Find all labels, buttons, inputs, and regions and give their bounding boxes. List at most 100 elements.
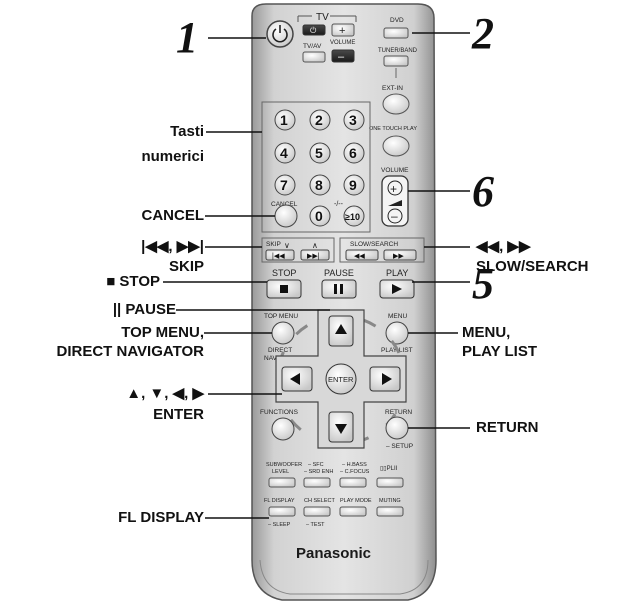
key-3[interactable]: [343, 109, 365, 131]
key-8[interactable]: [309, 174, 331, 196]
remote-pause-label: PAUSE: [324, 268, 354, 278]
remote-tuner-label: TUNER/BAND: [378, 48, 418, 54]
muting-button[interactable]: [376, 506, 404, 517]
key-1[interactable]: [274, 109, 296, 131]
remote-setup-label: – SETUP: [386, 443, 413, 450]
number-keypad: 1 2 3 4 5 6 7 8 9 -/-- 0 ≥10: [274, 109, 365, 227]
remote-topmenu-label: TOP MENU: [264, 313, 298, 320]
remote-hbass-label: – H.BASS: [342, 462, 367, 468]
svg-text:∧: ∧: [312, 241, 318, 250]
callout-cancel: CANCEL: [141, 207, 205, 224]
remote-playmode-label: PLAY MODE: [340, 498, 372, 504]
key-10plus[interactable]: [343, 205, 365, 227]
remote-enter-label: ENTER: [328, 375, 354, 384]
remote-functions-label: FUNCTIONS: [260, 409, 299, 416]
key-5-label: 5: [315, 145, 323, 161]
remote-direct-label: DIRECT: [268, 347, 292, 354]
remote-sub2-label: LEVEL: [272, 469, 289, 475]
sfc-button[interactable]: [303, 477, 331, 488]
remote-tvav-label: TV/AV: [303, 43, 322, 50]
callout-topmenu: TOP MENU, DIRECT NAVIGATOR: [56, 324, 204, 360]
remote-srd-label: – SRD ENH: [304, 469, 333, 475]
svg-text:⏻: ⏻: [310, 26, 317, 35]
remote-play-label: PLAY: [386, 268, 408, 278]
remote-test-label: – TEST: [306, 522, 325, 528]
remote-extin-label: EXT-IN: [382, 85, 403, 92]
remote-sub1-label: SUBWOOFER: [266, 462, 302, 468]
slow-search-back-button[interactable]: [345, 249, 379, 261]
key-0-label: 0: [315, 208, 323, 224]
top-menu-button[interactable]: [271, 321, 295, 345]
remote-menu-label: MENU: [388, 313, 407, 320]
leader-lines: [163, 32, 470, 519]
svg-text:▶▶: ▶▶: [393, 253, 404, 260]
enter-button[interactable]: [325, 363, 357, 395]
dolby-pl-button[interactable]: [376, 477, 404, 488]
remote-tv-label: TV: [316, 12, 329, 23]
remote-slowsearch-label: SLOW/SEARCH: [350, 241, 398, 248]
play-mode-button[interactable]: [339, 506, 367, 517]
key-3-label: 3: [349, 112, 357, 128]
callout-return: RETURN: [476, 419, 539, 436]
menu-button[interactable]: [385, 321, 409, 345]
key-0[interactable]: [309, 205, 331, 227]
svg-text:◀◀: ◀◀: [354, 253, 365, 260]
step-number-1: 1: [176, 13, 198, 62]
key-9[interactable]: [343, 174, 365, 196]
tuner-band-button[interactable]: [383, 55, 409, 67]
key-6[interactable]: [343, 142, 365, 164]
key-10plus-label: ≥10: [345, 212, 360, 222]
svg-text:+: +: [390, 182, 397, 196]
slow-search-forward-button[interactable]: [383, 249, 417, 261]
key-8-label: 8: [315, 177, 323, 193]
tv-volume-down-button[interactable]: [331, 49, 355, 63]
tv-power-button[interactable]: [302, 24, 326, 36]
callout-pause: || PAUSE: [112, 301, 176, 318]
svg-text:+: +: [339, 25, 345, 37]
step-number-5: 5: [472, 259, 494, 308]
remote-sleep-label: – SLEEP: [268, 522, 291, 528]
callout-slowsearch: ◀◀, ▶▶ SLOW/SEARCH: [476, 238, 589, 275]
remote-dpl-label: ▯▯PLII: [380, 466, 398, 472]
remote-return-label: RETURN: [385, 409, 412, 416]
power-button[interactable]: [266, 20, 294, 48]
skip-back-button[interactable]: [265, 249, 295, 261]
callout-menu: MENU, PLAY LIST: [462, 324, 538, 360]
dashes-label: -/--: [334, 201, 344, 208]
ext-in-button[interactable]: [382, 93, 410, 115]
key-5[interactable]: [309, 142, 331, 164]
ch-select-button[interactable]: [303, 506, 331, 517]
remote-skip-label: SKIP: [266, 241, 281, 248]
key-4[interactable]: [274, 142, 296, 164]
remote-volume2-label: VOLUME: [381, 167, 409, 174]
skip-forward-button[interactable]: [300, 249, 330, 261]
return-button[interactable]: [385, 416, 409, 440]
step-number-6: 6: [472, 167, 494, 216]
functions-button[interactable]: [271, 417, 295, 441]
hbass-button[interactable]: [339, 477, 367, 488]
cancel-button[interactable]: [274, 204, 298, 228]
svg-text:–: –: [338, 51, 345, 63]
callout-stop: ■ STOP: [106, 273, 160, 290]
power-icon: [272, 25, 288, 43]
key-1-label: 1: [280, 112, 288, 128]
dvd-button[interactable]: [383, 27, 409, 39]
subwoofer-button[interactable]: [268, 477, 296, 488]
svg-text:∨: ∨: [284, 241, 290, 250]
fl-display-button[interactable]: [268, 506, 296, 517]
key-6-label: 6: [349, 145, 357, 161]
key-7[interactable]: [274, 174, 296, 196]
tvav-button[interactable]: [302, 51, 326, 63]
brand-logo: Panasonic: [296, 545, 371, 562]
remote-volume-label: VOLUME: [330, 40, 355, 46]
callout-tasti: Tasti numerici: [141, 123, 204, 165]
remote-fld-label: FL DISPLAY: [264, 498, 295, 504]
svg-text:|◀◀: |◀◀: [272, 253, 285, 260]
key-2[interactable]: [309, 109, 331, 131]
key-9-label: 9: [349, 177, 357, 193]
pause-button[interactable]: [321, 279, 357, 299]
tv-volume-up-button[interactable]: [331, 23, 355, 37]
remote-dvd-label: DVD: [390, 17, 404, 24]
one-touch-play-button[interactable]: [382, 135, 410, 157]
